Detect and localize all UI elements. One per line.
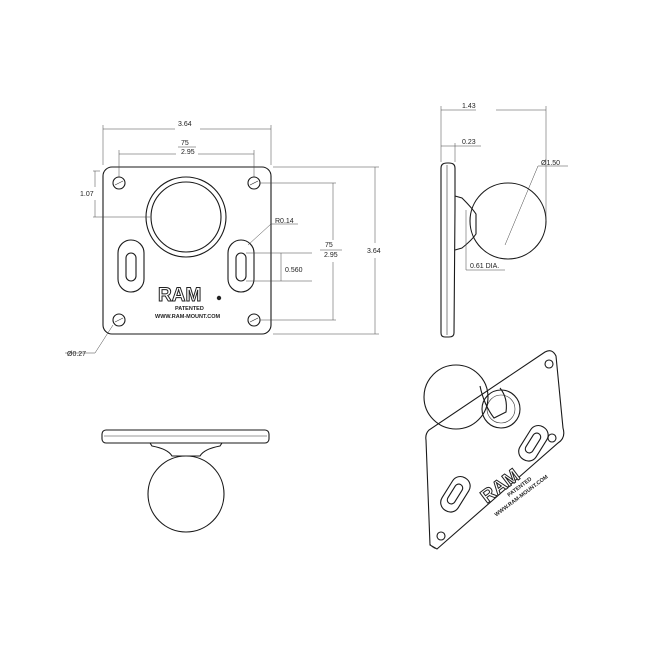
- iso-slot-right: [518, 424, 549, 462]
- svg-text:R0.14: R0.14: [275, 218, 294, 225]
- iso-corner-hole: [436, 531, 446, 541]
- dim-height: 3.64: [273, 166, 381, 335]
- svg-text:75: 75: [325, 242, 333, 249]
- front-ball-boss: [145, 176, 227, 258]
- iso-logo: RAM PATENTED WWW.RAM-MOUNT.COM: [477, 465, 550, 519]
- svg-text:2.95: 2.95: [181, 149, 195, 156]
- side-neck: [454, 195, 477, 251]
- front-corner-hole: [112, 313, 126, 327]
- svg-text:2.95: 2.95: [324, 252, 338, 259]
- side-plate: [440, 162, 456, 338]
- iso-ball: [423, 364, 489, 430]
- bottom-view: [101, 429, 270, 533]
- svg-text:Ø0.27: Ø0.27: [67, 351, 86, 358]
- dim-side-total: 1.43: [440, 103, 547, 221]
- svg-text:0.560: 0.560: [285, 267, 303, 274]
- isometric-view: RAM PATENTED WWW.RAM-MOUNT.COM: [423, 350, 565, 550]
- bottom-plate: [101, 429, 270, 444]
- svg-text:Ø1.50: Ø1.50: [541, 160, 560, 167]
- side-view: 1.43 0.23 Ø1.50 0.61 DIA.: [440, 103, 568, 338]
- svg-text:75: 75: [181, 140, 189, 147]
- front-view: RAM PATENTED WWW.RAM-MOUNT.COM 3.64 75 2…: [65, 121, 381, 358]
- dim-ball-diameter: Ø1.50: [504, 160, 568, 246]
- front-corner-hole: [112, 176, 126, 190]
- dim-hole-offset: 1.07: [80, 170, 150, 218]
- bottom-neck: [149, 442, 223, 457]
- registered-mark: [216, 295, 222, 301]
- iso-corner-hole: [544, 359, 554, 369]
- iso-slot-left: [440, 475, 471, 513]
- front-plate-outline: [102, 166, 272, 335]
- svg-text:3.64: 3.64: [367, 248, 381, 255]
- front-slot-right: [227, 239, 255, 293]
- dim-hole-diameter: Ø0.27: [65, 324, 114, 358]
- dim-hole-span-right: 75 2.95: [260, 182, 342, 321]
- front-ball: [150, 181, 222, 253]
- dim-side-plate: 0.23: [441, 139, 481, 162]
- svg-text:1.07: 1.07: [80, 191, 94, 198]
- front-logo: RAM: [158, 285, 201, 306]
- front-patented-text: PATENTED: [175, 306, 204, 312]
- front-corner-hole: [247, 176, 261, 190]
- svg-text:1.43: 1.43: [462, 103, 476, 110]
- front-url-text: WWW.RAM-MOUNT.COM: [155, 314, 220, 320]
- side-ball: [469, 182, 547, 260]
- dim-neck-diameter: 0.61 DIA.: [465, 210, 505, 271]
- front-slot-left: [117, 239, 145, 293]
- dim-slot-height: 0.560: [246, 252, 312, 282]
- dim-width: 3.64: [102, 121, 272, 165]
- front-corner-hole: [247, 313, 261, 327]
- bottom-ball: [147, 455, 225, 533]
- dim-slot-radius: R0.14: [247, 218, 298, 246]
- svg-text:0.23: 0.23: [462, 139, 476, 146]
- dim-hole-span-top: 75 2.95: [118, 140, 255, 177]
- iso-plate: [425, 350, 565, 550]
- svg-text:0.61 DIA.: 0.61 DIA.: [470, 263, 499, 270]
- svg-text:3.64: 3.64: [178, 121, 192, 128]
- iso-neck: [479, 385, 507, 419]
- iso-corner-hole: [547, 433, 557, 443]
